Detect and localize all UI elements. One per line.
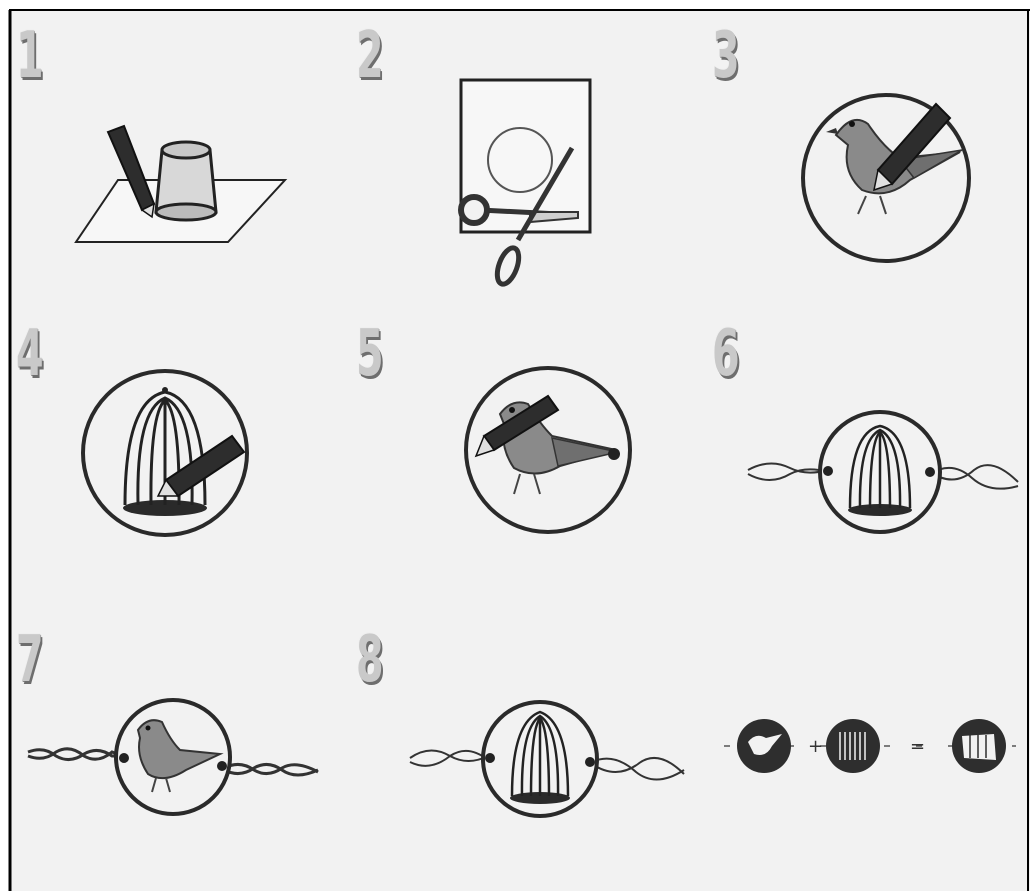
step-number-4: 4 (16, 322, 42, 386)
plus-sign: + (808, 736, 823, 757)
step-number-8: 8 (356, 628, 382, 692)
string-hole-right (608, 448, 620, 460)
step-number-5: 5 (356, 322, 382, 386)
step-number-2: 2 (356, 24, 382, 88)
cup-icon (156, 142, 216, 220)
step-number-3: 3 (712, 24, 738, 88)
step-4-illustration (83, 371, 247, 535)
step-number-1: 1 (16, 24, 42, 88)
cage-silhouette-icon (826, 719, 880, 773)
step-number-6: 6 (712, 322, 738, 386)
step-3-illustration (803, 95, 969, 261)
step-number-7: 7 (16, 628, 42, 692)
step-5-illustration (466, 368, 630, 532)
equals-sign: = (910, 736, 925, 757)
result-equation: + = (724, 719, 1016, 773)
